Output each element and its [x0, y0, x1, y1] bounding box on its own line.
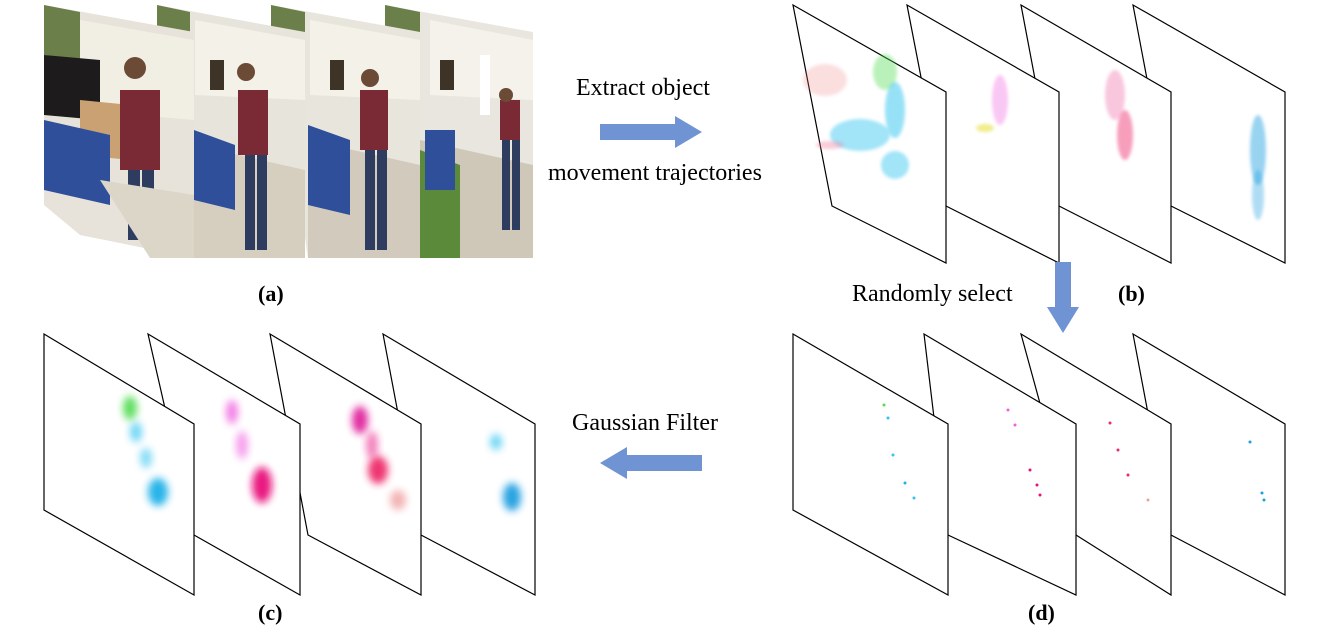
select-label: Randomly select: [852, 281, 1013, 307]
panel-a-video-frames: [44, 5, 533, 258]
panel-c-label: (c): [258, 600, 283, 625]
extract-label-line1: Extract object: [576, 75, 710, 101]
right-arrow: [600, 116, 702, 148]
extract-label-line2: movement trajectories: [548, 160, 762, 186]
panel-b-label: (b): [1118, 281, 1145, 306]
left-arrow: [600, 447, 702, 479]
panel-b-trajectory-frames: [792, 3, 1286, 264]
trajectory-frame-1: [792, 3, 947, 264]
panel-a-label: (a): [258, 281, 284, 306]
filter-label: Gaussian Filter: [572, 410, 718, 436]
panel-c-gaussian-frames: [43, 332, 536, 597]
gaussian-frame-1: [43, 332, 195, 597]
video-frame-1: [44, 5, 194, 258]
sampled-frame-1: [792, 332, 949, 597]
video-frame-3: [271, 5, 420, 258]
panel-d-sampled-frames: [792, 332, 1286, 597]
down-arrow: [1047, 262, 1079, 333]
panel-d-label: (d): [1028, 600, 1055, 625]
video-frame-4: [385, 5, 533, 258]
